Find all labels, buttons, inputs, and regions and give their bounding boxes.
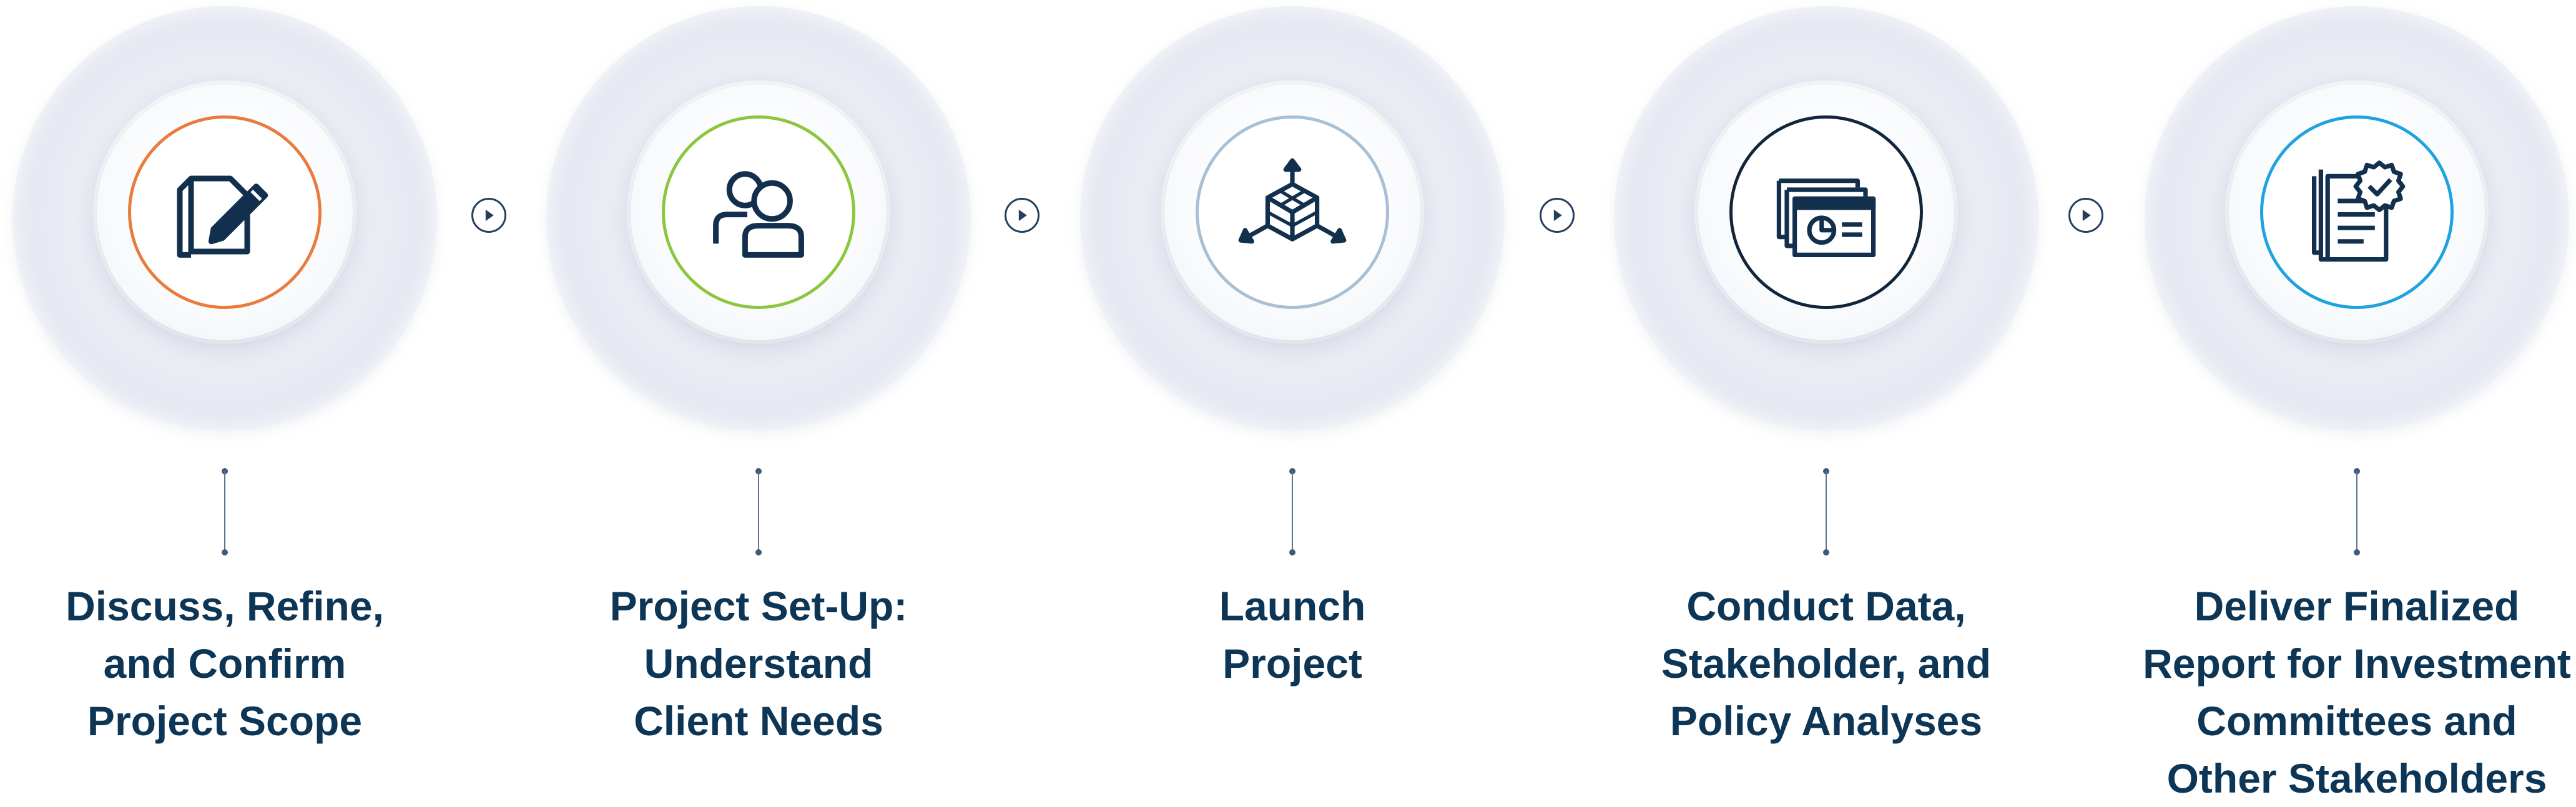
arrow-3-to-4 xyxy=(1540,198,1575,233)
step-2-label-line-1: Project Set-Up: xyxy=(609,583,908,629)
step-5-label-line-2: Report for Investment xyxy=(2143,640,2571,687)
step-2-connector xyxy=(755,468,762,555)
arrow-4-to-5 xyxy=(2068,198,2103,233)
step-1-label-line-3: Project Scope xyxy=(87,698,363,744)
step-2-label-line-3: Client Needs xyxy=(634,698,883,744)
step-5-label-line-1: Deliver Finalized xyxy=(2194,583,2520,629)
step-1-label-line-2: and Confirm xyxy=(103,640,347,687)
step-5-ring xyxy=(2260,115,2454,309)
document-edit-icon xyxy=(177,175,268,258)
step-5-connector xyxy=(2354,468,2360,555)
arrow-1-to-2 xyxy=(471,198,506,233)
step-4-ring xyxy=(1729,115,1923,309)
play-arrow-icon xyxy=(2082,209,2091,222)
step-2-ring xyxy=(662,115,855,309)
step-3-ring xyxy=(1196,115,1389,309)
step-1-label-line-1: Discuss, Refine, xyxy=(66,583,384,629)
step-2-label-line-2: Understand xyxy=(644,640,873,687)
play-arrow-icon xyxy=(1553,209,1562,222)
step-3-connector xyxy=(1289,468,1295,555)
arrow-2-to-3 xyxy=(1005,198,1040,233)
step-3-label-line-1: Launch xyxy=(1219,583,1366,629)
users-icon xyxy=(713,171,804,258)
cube-arrows-icon xyxy=(1238,158,1347,244)
step-1-label: Discuss, Refine, and Confirm Project Sco… xyxy=(6,577,443,750)
step-5-label: Deliver Finalized Report for Investment … xyxy=(2138,577,2575,807)
step-5-label-line-4: Other Stakeholders xyxy=(2166,755,2547,801)
step-4-label-line-3: Policy Analyses xyxy=(1669,698,1983,744)
step-4-label-line-2: Stakeholder, and xyxy=(1661,640,1992,687)
step-4-label: Conduct Data, Stakeholder, and Policy An… xyxy=(1608,577,2045,750)
step-5-label-line-3: Committees and xyxy=(2196,698,2517,744)
presentation-chart-icon xyxy=(1776,179,1876,257)
step-2-label: Project Set-Up: Understand Client Needs xyxy=(540,577,977,750)
play-arrow-icon xyxy=(485,209,494,222)
play-arrow-icon xyxy=(1018,209,1027,222)
step-3-label-line-2: Project xyxy=(1222,640,1362,687)
step-4-connector xyxy=(1823,468,1829,555)
step-1-ring xyxy=(128,115,322,309)
certified-report-icon xyxy=(2312,160,2406,262)
step-1-connector xyxy=(222,468,228,555)
step-4-label-line-1: Conduct Data, xyxy=(1686,583,1966,629)
step-3-label: Launch Project xyxy=(1074,577,1511,692)
